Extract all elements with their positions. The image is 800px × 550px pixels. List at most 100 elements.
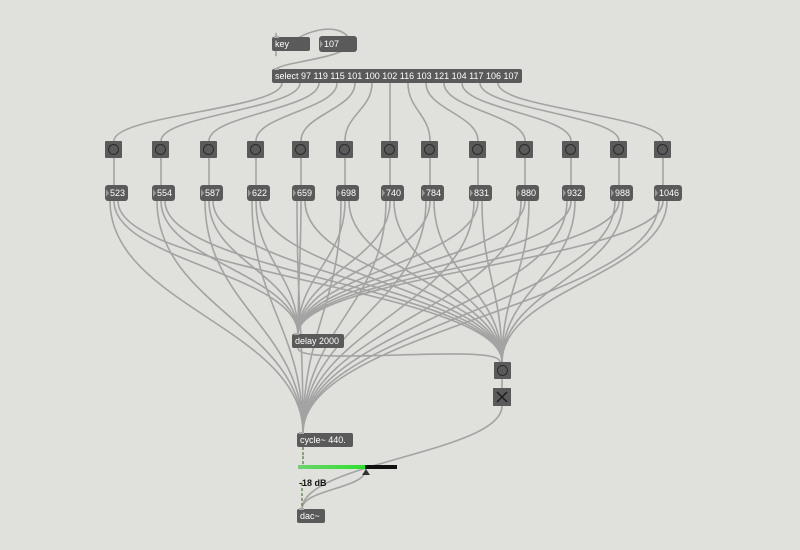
frequency-number-box[interactable]: 880 (516, 185, 539, 201)
patch-cord[interactable] (302, 200, 387, 434)
frequency-number-box[interactable]: 784 (421, 185, 444, 201)
patch-cord[interactable] (297, 200, 572, 335)
cycle-object[interactable]: cycle~ 440. (297, 432, 353, 447)
patch-cord[interactable] (425, 82, 479, 142)
patch-cord[interactable] (443, 82, 526, 142)
bang-button-554[interactable] (152, 141, 169, 158)
patch-cord[interactable] (156, 200, 304, 434)
patch-cord[interactable] (501, 200, 668, 363)
frequency-value: 1046 (659, 188, 680, 198)
patch-cord[interactable] (297, 200, 302, 335)
patch-cord[interactable] (302, 200, 660, 434)
patch-cord[interactable] (302, 200, 427, 434)
bang-button-988[interactable] (610, 141, 627, 158)
patch-cord[interactable] (208, 82, 320, 142)
bang-button-587[interactable] (200, 141, 217, 158)
dac-object[interactable]: dac~ (297, 508, 325, 523)
patch-cord[interactable] (301, 468, 367, 510)
bang-button-784[interactable] (421, 141, 438, 158)
bang-button-740[interactable] (381, 141, 398, 158)
frequency-number-box[interactable]: 740 (381, 185, 404, 201)
select-object[interactable]: select 97 119 115 101 100 102 116 103 12… (272, 68, 522, 83)
number-arrow-icon (563, 189, 566, 197)
patch-cord[interactable] (255, 200, 299, 335)
frequency-number-box[interactable]: 698 (336, 185, 359, 201)
bang-button-831[interactable] (469, 141, 486, 158)
patch-cord[interactable] (297, 347, 501, 363)
gain-handle-icon[interactable] (362, 469, 370, 475)
dac-object-label: dac~ (300, 511, 320, 521)
frequency-number-box[interactable]: 523 (105, 185, 128, 201)
number-arrow-icon (470, 189, 473, 197)
patch-cord[interactable] (302, 200, 475, 434)
number-arrow-icon (655, 189, 658, 197)
patch-cord[interactable] (204, 200, 304, 434)
number-arrow-icon (611, 189, 614, 197)
frequency-number-box[interactable]: 622 (247, 185, 270, 201)
patch-cord[interactable] (481, 200, 503, 363)
patch-cord[interactable] (407, 82, 431, 142)
patch-cord[interactable] (501, 200, 530, 363)
patch-cord[interactable] (300, 82, 356, 142)
patch-cord[interactable] (302, 200, 522, 434)
frequency-value: 698 (341, 188, 357, 198)
patch-cord[interactable] (501, 200, 624, 363)
patch-cord[interactable] (297, 200, 526, 335)
frequency-number-box[interactable]: 659 (292, 185, 315, 201)
patch-cord[interactable] (433, 200, 503, 363)
patch-cord[interactable] (251, 200, 304, 434)
frequency-number-box[interactable]: 554 (152, 185, 175, 201)
patch-cord[interactable] (113, 82, 283, 142)
bang-button-1046[interactable] (654, 141, 671, 158)
patch-cord[interactable] (304, 200, 503, 363)
patch-cord[interactable] (501, 200, 576, 363)
patch-cord[interactable] (297, 200, 431, 335)
key-object[interactable]: key (272, 36, 310, 51)
patch-cord[interactable] (117, 200, 503, 363)
patch-cord[interactable] (212, 200, 503, 363)
patch-cord[interactable] (393, 200, 503, 363)
patch-cord[interactable] (302, 200, 342, 434)
bang-icon (384, 144, 395, 155)
patch-cord[interactable] (113, 200, 299, 335)
bang-button-523[interactable] (105, 141, 122, 158)
patch-cord[interactable] (302, 200, 568, 434)
bang-icon (472, 144, 483, 155)
bang-button-698[interactable] (336, 141, 353, 158)
inlet (299, 432, 304, 434)
frequency-number-box[interactable]: 587 (200, 185, 223, 201)
key-object-label: key (275, 39, 290, 49)
gain-slider[interactable] (298, 465, 397, 469)
patch-cord[interactable] (297, 200, 664, 335)
patch-cord[interactable] (344, 82, 373, 142)
patch-cord[interactable] (255, 82, 338, 142)
patch-cord[interactable] (160, 200, 299, 335)
patch-cord[interactable] (301, 405, 503, 510)
patch-cord[interactable] (348, 200, 503, 363)
number-arrow-icon (382, 189, 385, 197)
frequency-number-box[interactable]: 831 (469, 185, 492, 201)
gain-level-fill (298, 465, 366, 469)
patch-cord[interactable] (297, 200, 346, 335)
frequency-value: 740 (386, 188, 402, 198)
patch-cord[interactable] (497, 82, 664, 142)
bang-button-622[interactable] (247, 141, 264, 158)
patch-cord[interactable] (259, 200, 503, 363)
patch-cord[interactable] (164, 200, 503, 363)
number-arrow-icon (248, 189, 251, 197)
bang-button-932[interactable] (562, 141, 579, 158)
patch-cord[interactable] (109, 200, 304, 434)
bang-button-659[interactable] (292, 141, 309, 158)
patch-cord[interactable] (160, 82, 301, 142)
frequency-number-box[interactable]: 988 (610, 185, 633, 201)
patch-cord[interactable] (461, 82, 572, 142)
bang-button-880[interactable] (516, 141, 533, 158)
delay-object[interactable]: delay 2000 (292, 333, 344, 348)
delay-bang-button[interactable] (494, 362, 511, 379)
frequency-number-box[interactable]: 1046 (654, 185, 682, 201)
audio-toggle[interactable] (493, 388, 511, 406)
patch-cord[interactable] (479, 82, 620, 142)
frequency-number-box[interactable]: 932 (562, 185, 585, 201)
patch-cord[interactable] (297, 200, 479, 335)
key-number-box[interactable]: 107 (319, 36, 357, 52)
